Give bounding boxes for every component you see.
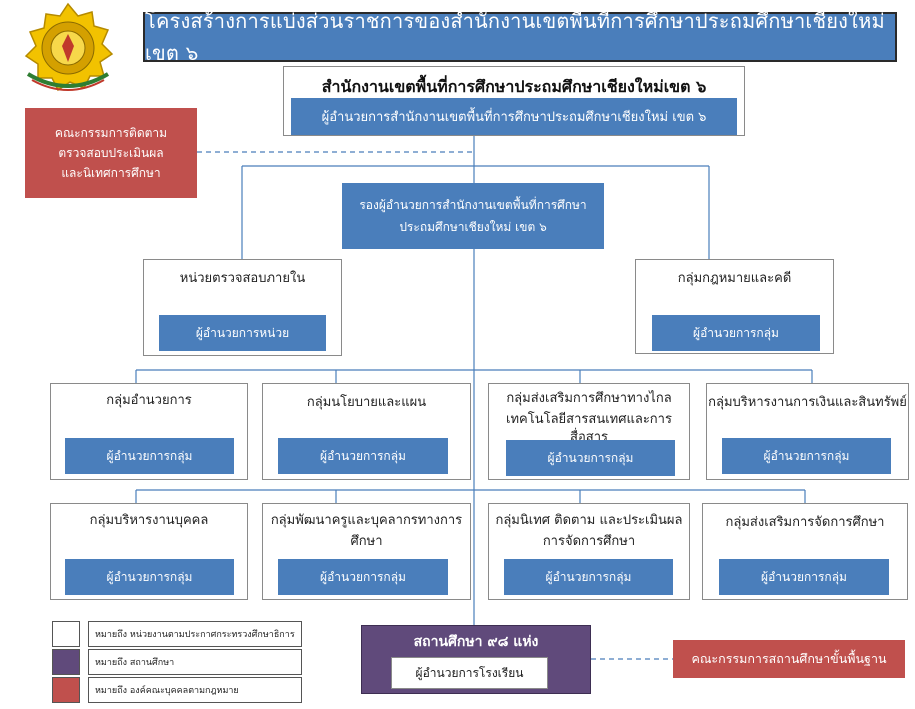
office-director-box: ผู้อำนวยการสำนักงานเขตพื้นที่การศึกษาประ… [291,98,737,135]
group-head: ผู้อำนวยการกลุ่ม [278,559,448,595]
audit-unit-name: หน่วยตรวจสอบภายใน [179,271,306,286]
group-head: ผู้อำนวยการกลุ่ม [719,559,889,595]
group-name: กลุ่มพัฒนาครูและบุคลากรทางการ [270,513,463,528]
audit-unit-head: ผู้อำนวยการหน่วย [159,315,326,351]
group-head: ผู้อำนวยการกลุ่ม [65,438,234,474]
group-name: กลุ่มส่งเสริมการศึกษาทางไกล [506,391,672,406]
group-head: ผู้อำนวยการกลุ่ม [504,559,673,595]
legend-swatch-red [52,677,80,703]
page-title: โครงสร้างการแบ่งส่วนราชการของสำนักงานเขต… [143,9,897,65]
group-name: กลุ่มบริหารงานบุคคล [89,513,209,528]
legend-text: หมายถึง สถานศึกษา [88,649,302,675]
group-name: กลุ่มบริหารงานการเงินและสินทรัพย์ [708,395,907,410]
office-title: สำนักงานเขตพื้นที่การศึกษาประถมศึกษาเชีย… [321,77,707,96]
office-emblem-logo [18,2,118,94]
monitoring-committee-box: คณะกรรมการติดตาม ตรวจสอบประเมินผล และนิเ… [25,108,197,198]
group-head: ผู้อำนวยการกลุ่ม [65,559,234,595]
legend-swatch-purple [52,649,80,675]
group-name-line2: ศึกษา [350,534,383,549]
school-board-committee-box: คณะกรรมการสถานศึกษาขั้นพื้นฐาน [673,640,905,678]
group-name: กลุ่มอำนวยการ [106,393,192,408]
deputy-director-box: รองผู้อำนวยการสำนักงานเขตพื้นที่การศึกษา… [342,183,604,249]
group-head: ผู้อำนวยการกลุ่ม [278,438,448,474]
monitoring-committee-line3: และนิเทศการศึกษา [61,166,161,180]
school-director-box: ผู้อำนวยการโรงเรียน [391,657,548,689]
legend-text: หมายถึง องค์คณะบุคคลตามกฎหมาย [88,677,302,703]
deputy-line1: รองผู้อำนวยการสำนักงานเขตพื้นที่การศึกษา [359,198,587,212]
legend-text: หมายถึง หน่วยงานตามประกาศกระทรวงศึกษาธิก… [88,621,302,647]
group-head: ผู้อำนวยการกลุ่ม [506,440,675,476]
legend-swatch-white [52,621,80,647]
legal-group-head: ผู้อำนวยการกลุ่ม [652,315,820,351]
legal-group-name: กลุ่มกฎหมายและคดี [677,271,792,286]
monitoring-committee-line1: คณะกรรมการติดตาม [54,126,168,140]
schools-name: สถานศึกษา ๙๘ แห่ง [413,634,539,650]
group-head: ผู้อำนวยการกลุ่ม [722,438,891,474]
group-name-line2: การจัดการศึกษา [542,534,636,549]
group-name: กลุ่มนโยบายและแผน [306,395,427,410]
monitoring-committee-line2: ตรวจสอบประเมินผล [58,146,164,160]
deputy-line2: ประถมศึกษาเชียงใหม่ เขต ๖ [399,220,547,234]
group-name: กลุ่มส่งเสริมการจัดการศึกษา [725,515,885,530]
group-name: กลุ่มนิเทศ ติดตาม และประเมินผล [495,513,683,528]
